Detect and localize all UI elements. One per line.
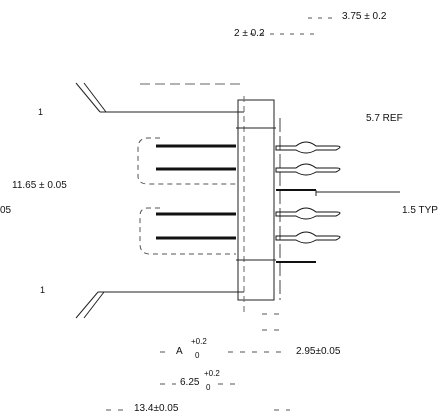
pin-strokes-left bbox=[156, 144, 236, 240]
upper-pin-group-outline bbox=[137, 137, 236, 185]
housing-top-edge bbox=[75, 82, 244, 113]
bottom-dim-lines bbox=[106, 313, 290, 411]
dim-top-right: 3.75 ± 0.2 bbox=[342, 11, 387, 22]
dim-width: 6.25 bbox=[180, 377, 200, 388]
central-body bbox=[236, 96, 281, 312]
dim-typ: 1.5 TYP bbox=[402, 205, 438, 216]
lower-pin-group-outline bbox=[139, 207, 236, 255]
dim-ref: 5.7 REF bbox=[366, 113, 403, 124]
contact-springs-right bbox=[275, 141, 341, 263]
typ-leader-line bbox=[315, 190, 400, 196]
dim-pitch: 2.95±0.05 bbox=[296, 346, 341, 357]
dim-width-tol-lower: 0 bbox=[206, 383, 211, 392]
housing-bottom-edge bbox=[75, 291, 244, 319]
mark-left-top: 1 bbox=[38, 107, 44, 117]
dim-a-tol-upper: +0.2 bbox=[191, 337, 207, 346]
dim-left-edge-fragment: 05 bbox=[0, 205, 12, 216]
dim-top-mid: 2 ± 0.2 bbox=[234, 28, 265, 39]
dim-overall: 13.4±0.05 bbox=[134, 403, 179, 414]
dim-a-label: A bbox=[176, 346, 183, 357]
dim-width-tol-upper: +0.2 bbox=[204, 369, 220, 378]
dim-left-height: 11.65 ± 0.05 bbox=[12, 180, 67, 191]
dim-a-tol-lower: 0 bbox=[195, 351, 200, 360]
mark-left-bottom: 1 bbox=[40, 285, 46, 295]
